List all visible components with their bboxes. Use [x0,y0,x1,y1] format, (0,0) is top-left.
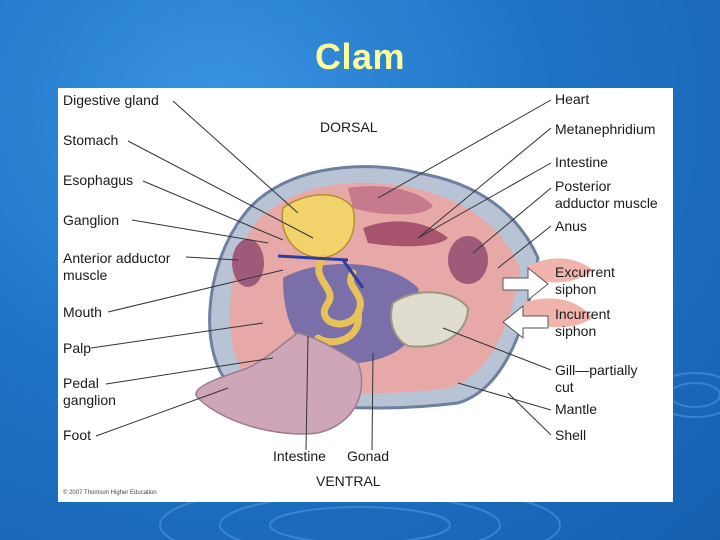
label-palp: Palp [63,340,92,356]
slide-title: Clam [314,36,406,77]
nerve-cord [277,254,365,289]
label-digestive-gland: Digestive gland [63,92,159,108]
excurrent-arrow [502,266,549,302]
label-heart: Heart [555,91,590,107]
label-stomach: Stomach [63,132,119,148]
label-excurrent-siphon: Excurrent siphon [555,264,615,297]
label-anus: Anus [555,218,587,234]
bottom-leader-lines [305,335,374,451]
label-esophagus: Esophagus [63,172,134,188]
label-shell: Shell [555,427,587,443]
anterior-adductor-muscle-shape [232,239,264,287]
right-leader-lines [377,99,552,436]
label-metanephridium: Metanephridium [555,121,656,137]
label-ganglion: Ganglion [63,212,120,228]
heart-shape [348,186,433,215]
label-mouth: Mouth [63,304,102,320]
digestive-gland-shape [281,194,355,259]
intestine-loops [314,254,364,346]
label-gill-partially-cut: Gill—partially cut [555,362,638,395]
label-mantle: Mantle [555,401,598,417]
label-intestine-right: Intestine [555,154,608,170]
label-gonad: Gonad [347,448,390,464]
label-anterior-adductor-muscle: Anterior adductor muscle [63,250,171,283]
excurrent-siphon-shape [528,258,593,283]
posterior-adductor-muscle-shape [448,236,488,284]
dorsal-label: DORSAL [320,119,378,135]
clam-illustration [90,99,593,451]
clam-anatomy-figure: DORSAL VENTRAL Digestive gland Stomach E… [58,88,673,502]
left-leader-lines [90,100,314,437]
ventral-label: VENTRAL [316,473,381,489]
label-incurrent-siphon: Incurrent siphon [555,306,611,339]
label-foot: Foot [63,427,92,443]
label-posterior-adductor-muscle: Posterior adductor muscle [555,178,658,211]
incurrent-arrow [502,304,549,340]
label-intestine-bottom: Intestine [273,448,326,464]
metanephridium-shape [363,221,448,247]
foot-shape [195,332,363,435]
copyright-text: © 2007 Thomson Higher Education [63,490,157,496]
label-pedal-ganglion: Pedal ganglion [63,375,116,408]
